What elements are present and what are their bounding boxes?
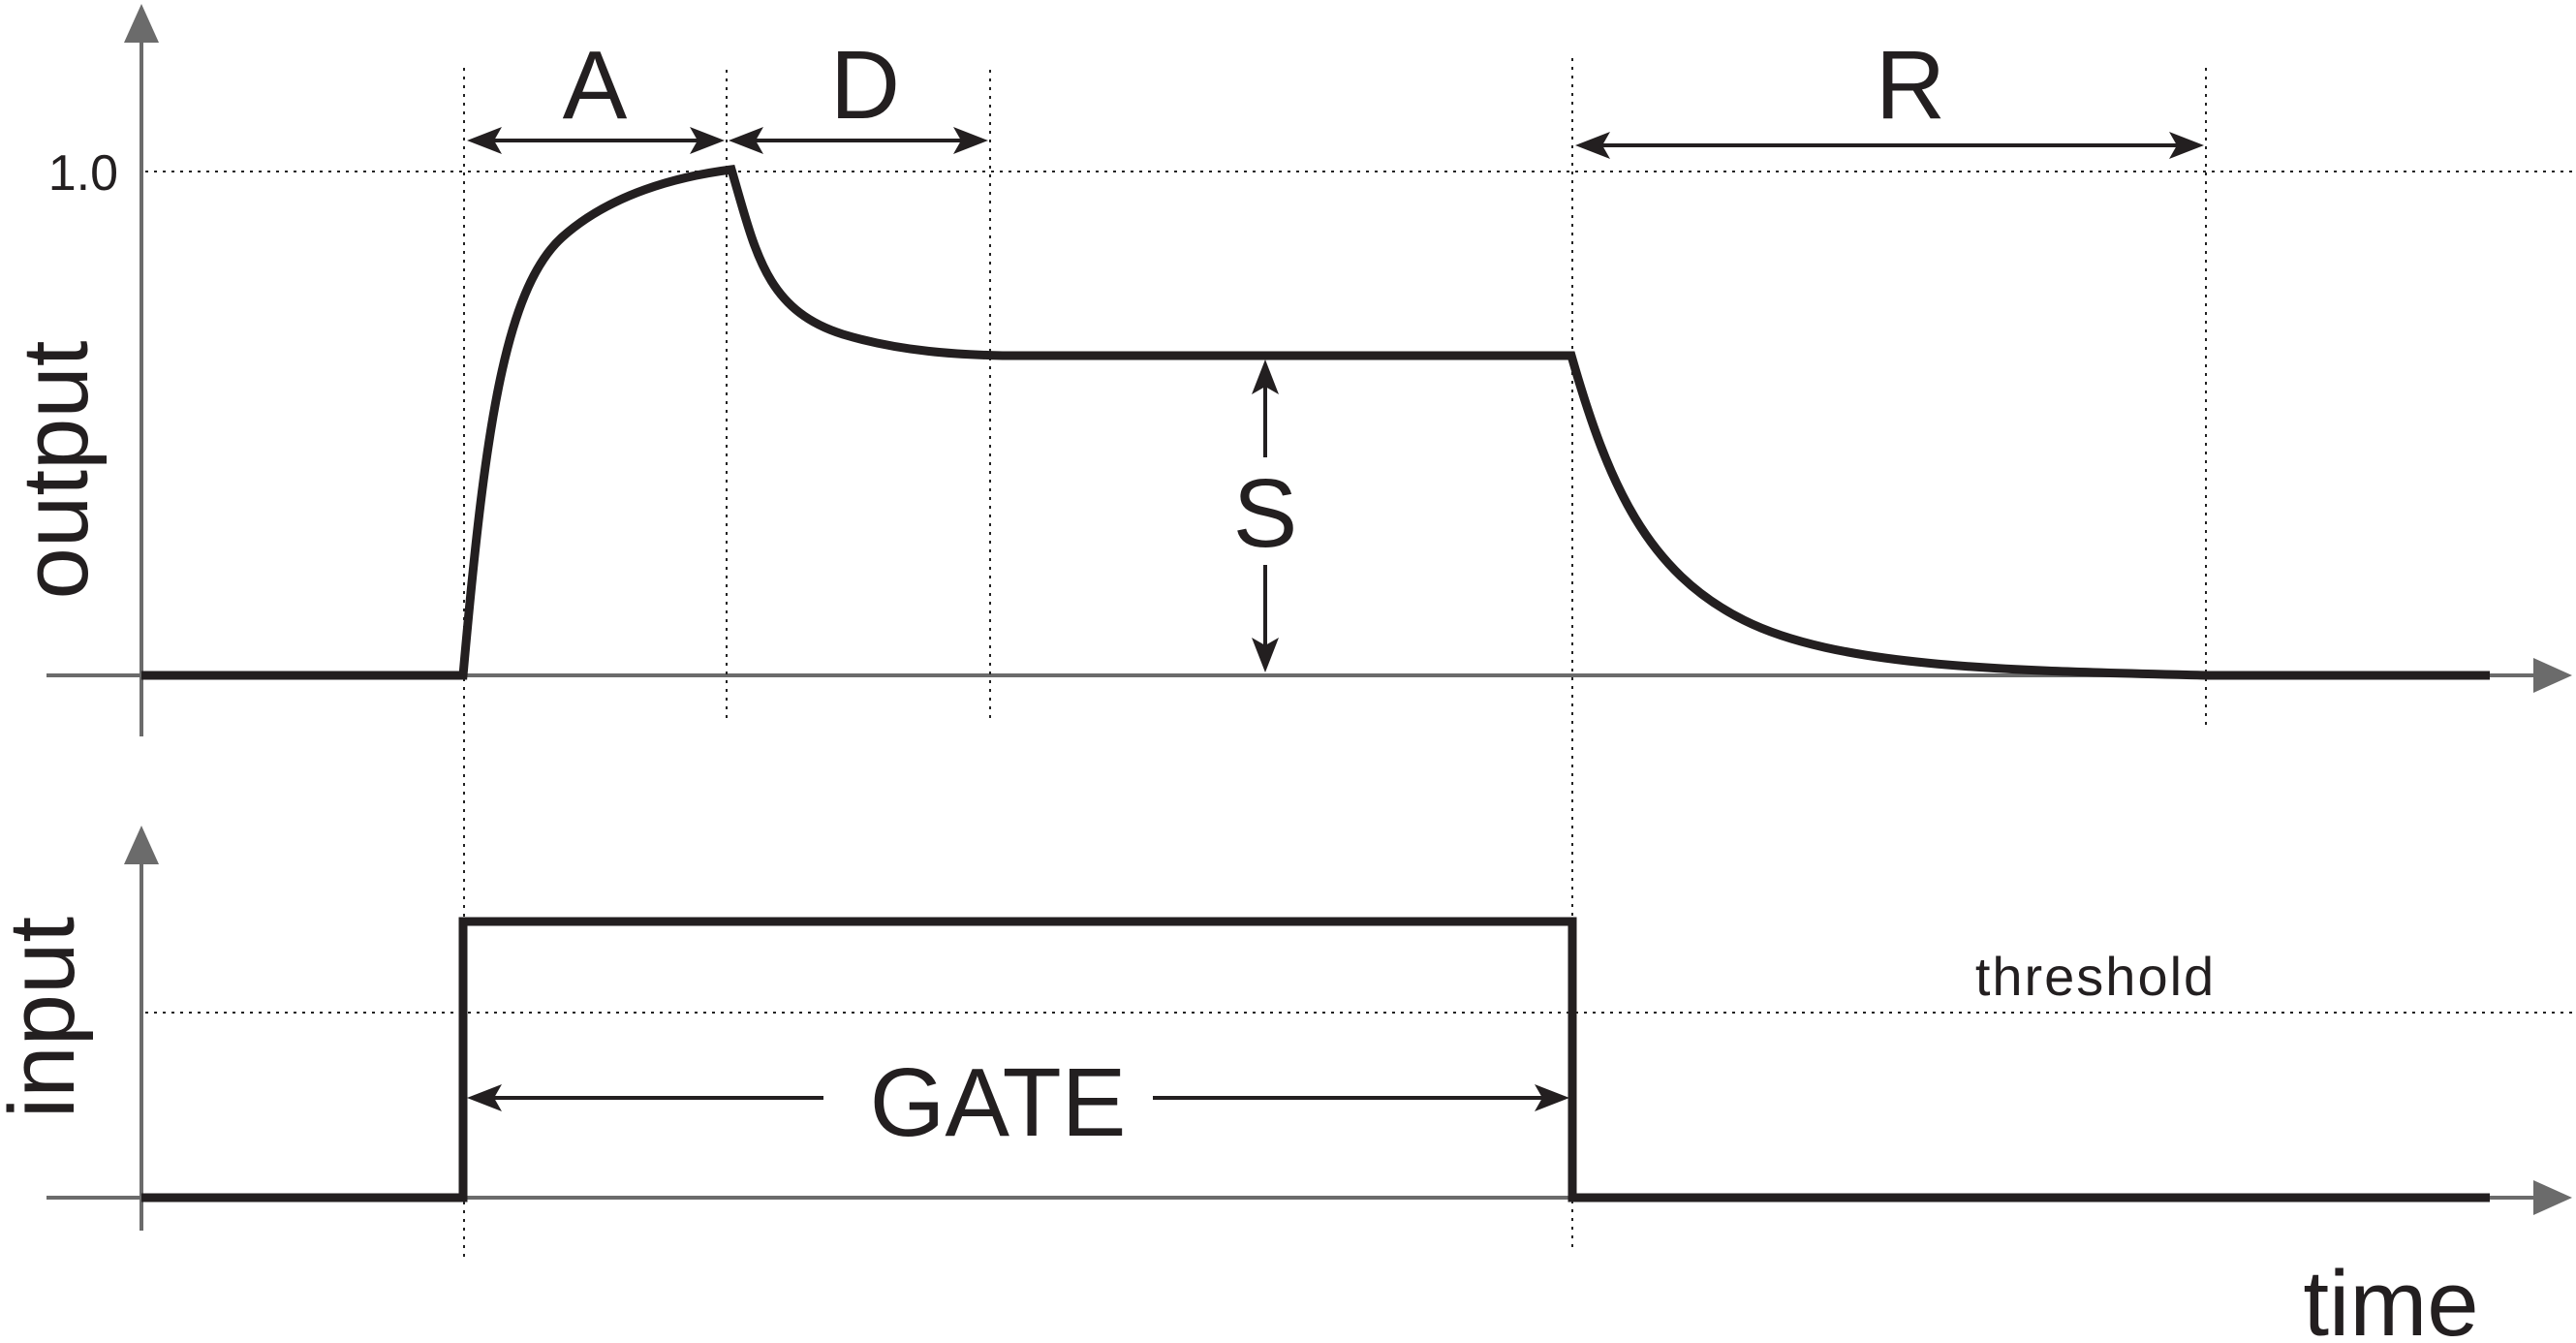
input-y-axis-arrowhead	[124, 826, 159, 864]
output-y-axis-arrowhead	[124, 4, 159, 43]
output-envelope-curve	[141, 165, 2490, 680]
release-label: R	[1876, 31, 1945, 140]
decay-label: D	[830, 31, 900, 140]
output-axes	[47, 4, 2572, 736]
sustain-level-arrow	[1252, 359, 1279, 672]
decay-span-arrow	[729, 127, 988, 154]
output-axis-label: output	[4, 341, 108, 600]
output-x-axis-arrowhead	[2533, 658, 2572, 693]
threshold-label: threshold	[1975, 946, 2216, 1007]
attack-span-arrow	[467, 127, 725, 154]
release-span-arrow	[1575, 132, 2204, 159]
tick-label-1-0: 1.0	[48, 145, 118, 202]
time-axis-label: time	[2303, 1252, 2478, 1343]
sustain-label: S	[1233, 459, 1298, 568]
input-x-axis-arrowhead	[2533, 1180, 2572, 1215]
input-axes	[47, 826, 2572, 1231]
input-gate-signal	[141, 917, 2490, 1202]
gate-span-arrow	[467, 1084, 1569, 1111]
guide-lines	[145, 58, 2572, 1260]
attack-label: A	[563, 31, 628, 140]
input-axis-label: input	[0, 917, 94, 1118]
gate-label: GATE	[870, 1048, 1127, 1157]
